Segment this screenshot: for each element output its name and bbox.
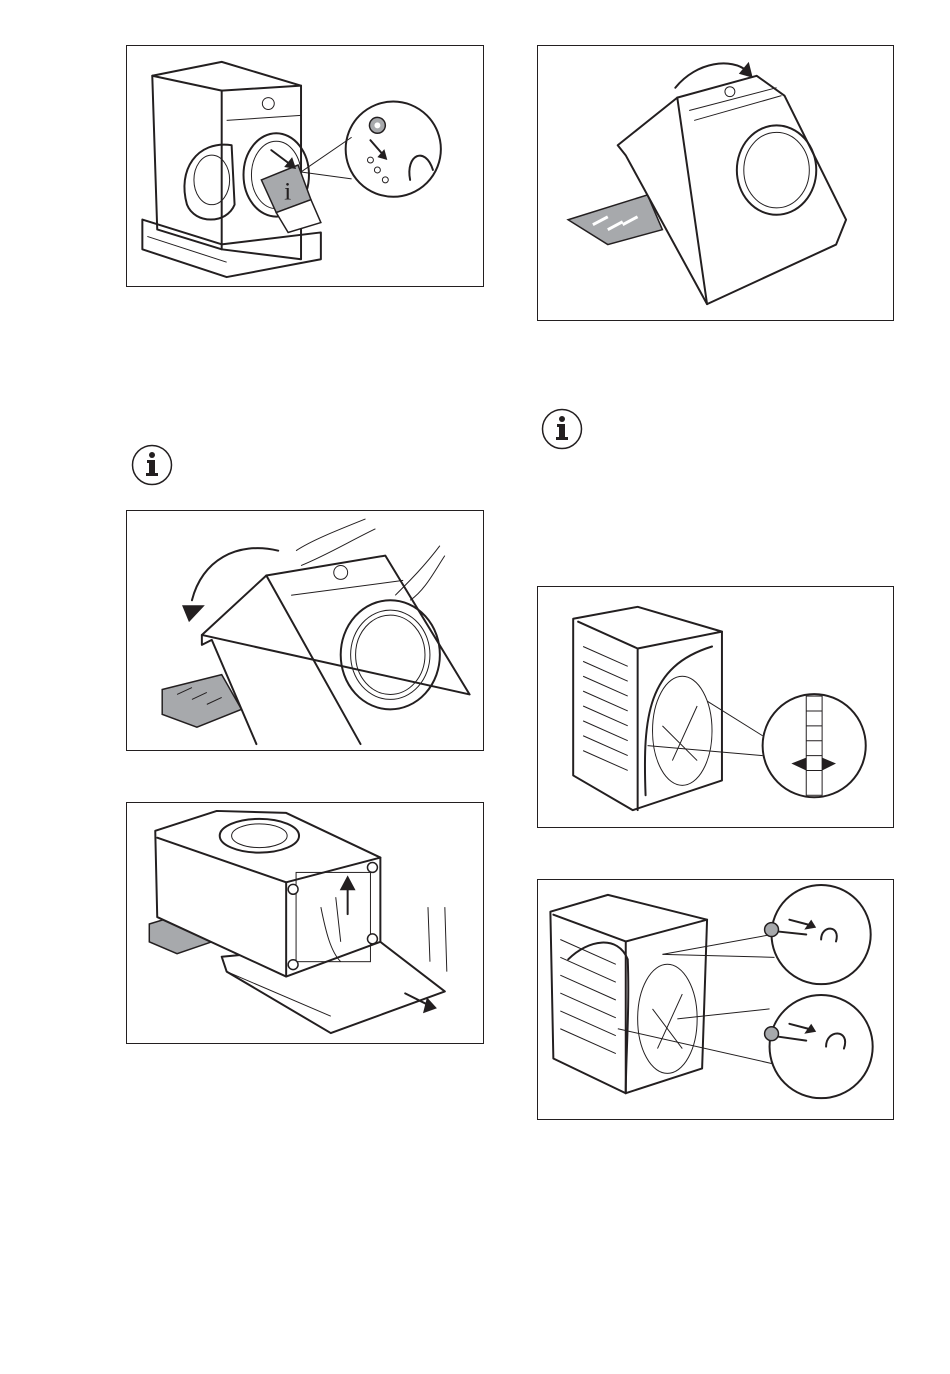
washing-machine-open-door-drawing: i <box>141 60 442 279</box>
illustration-remove-accessory-bag: i <box>126 45 484 287</box>
washing-machine-on-back-drawing <box>148 809 448 1035</box>
washing-machine-tilted-drawing <box>566 61 848 306</box>
illustration-tilt-machine <box>537 45 894 321</box>
illustration-lower-machine-backwards <box>126 510 484 751</box>
washing-machine-rear-hoses-drawing <box>572 605 867 812</box>
information-icon <box>541 408 583 450</box>
washing-machine-lowering-drawing <box>161 518 471 746</box>
info-circle-glyph <box>131 444 173 486</box>
illustration-release-hoses <box>537 586 894 828</box>
illustration-remove-bottom-protection <box>126 802 484 1044</box>
information-icon <box>131 444 173 486</box>
illustration-remove-transit-bolts <box>537 879 894 1120</box>
washing-machine-rear-bolts-drawing <box>549 883 874 1100</box>
info-circle-glyph <box>541 408 583 450</box>
svg-text:i: i <box>284 177 291 206</box>
